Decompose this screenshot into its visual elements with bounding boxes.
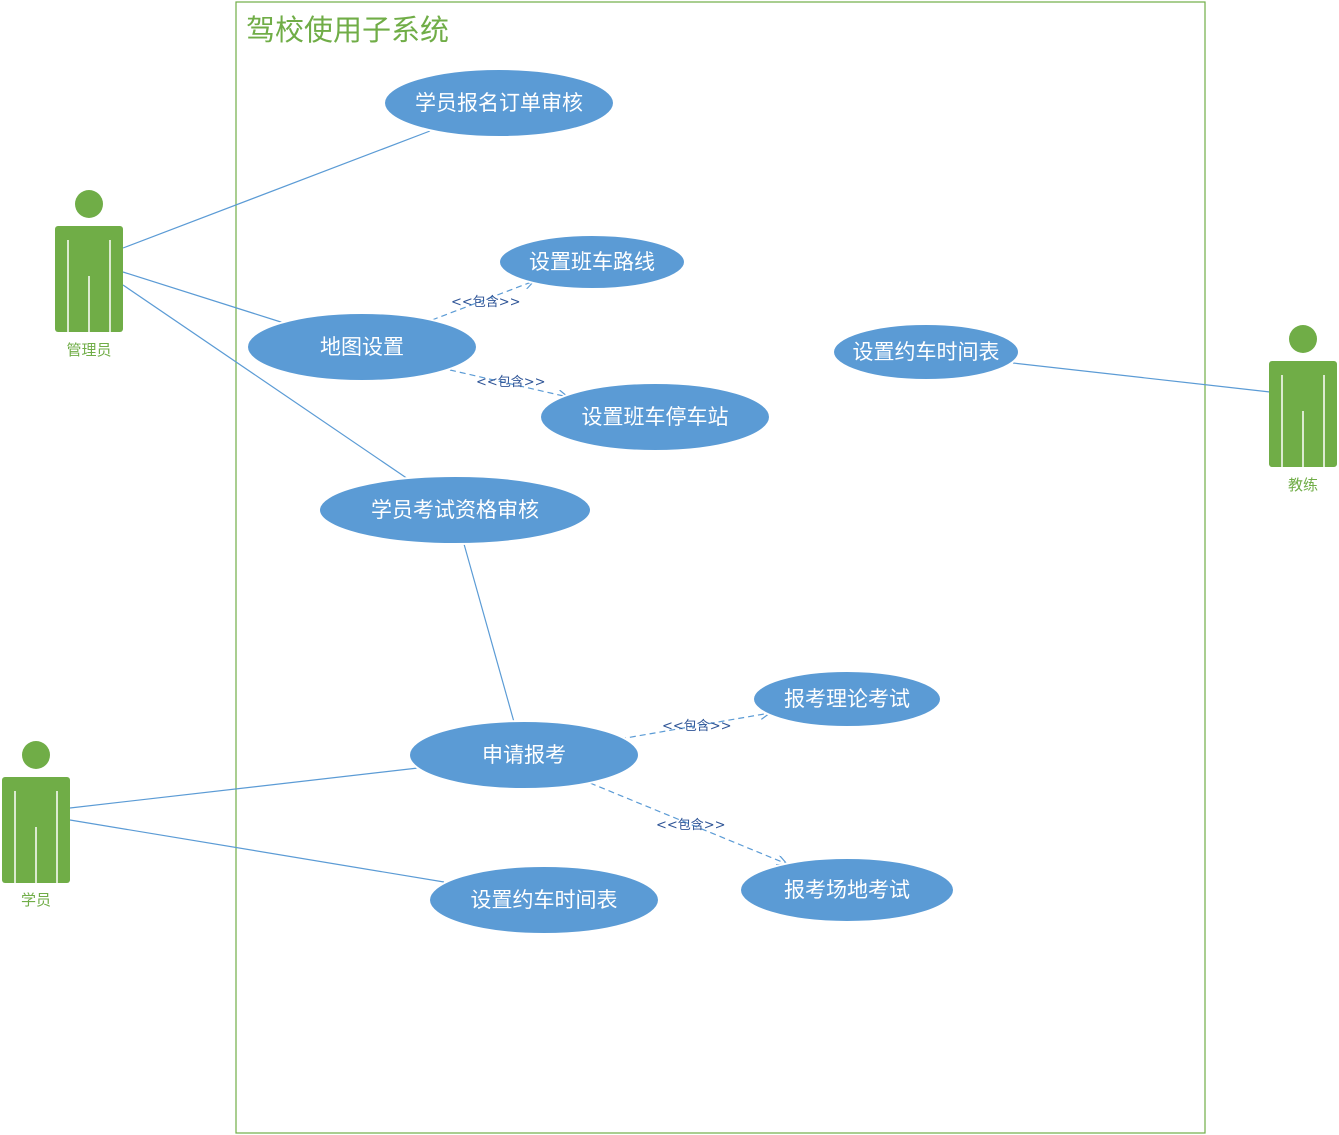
- include-label: <<包含>>: [451, 294, 521, 310]
- usecase-label: 学员考试资格审核: [371, 498, 539, 522]
- assoc-admin-enroll-review: [122, 130, 431, 249]
- usecase-set-route[interactable]: 设置班车路线: [498, 234, 686, 290]
- assoc-coach-schedule: [1012, 362, 1271, 393]
- usecase-field-exam[interactable]: 报考场地考试: [739, 857, 955, 923]
- usecase-exam-qualify[interactable]: 学员考试资格审核: [318, 475, 592, 545]
- usecase-theory-exam[interactable]: 报考理论考试: [752, 670, 942, 728]
- usecase-label: 地图设置: [320, 335, 404, 359]
- include-label: <<包含>>: [662, 718, 732, 734]
- usecase-set-stops[interactable]: 设置班车停车站: [539, 382, 771, 452]
- include-label: <<包含>>: [476, 374, 546, 390]
- include-label: <<包含>>: [656, 817, 726, 833]
- person-icon: [55, 190, 123, 332]
- include-apply-field: [589, 782, 787, 864]
- assoc-qualify-apply: [463, 543, 515, 723]
- actor-student[interactable]: 学员: [2, 741, 70, 909]
- actor-label: 教练: [1288, 476, 1318, 494]
- actor-admin[interactable]: 管理员: [55, 190, 123, 359]
- person-icon: [1269, 325, 1337, 467]
- usecase-label: 设置约车时间表: [853, 340, 1000, 364]
- include-map-stops: [449, 369, 568, 397]
- usecase-label: 申请报考: [482, 743, 566, 767]
- assoc-admin-map-settings: [122, 271, 285, 324]
- include-apply-theory: [619, 713, 770, 740]
- actor-label: 管理员: [66, 341, 111, 359]
- include-map-route: [431, 281, 534, 321]
- usecase-label: 设置班车路线: [529, 250, 655, 274]
- assoc-student-apply: [69, 767, 419, 809]
- usecase-coach-schedule[interactable]: 设置约车时间表: [832, 323, 1020, 381]
- actor-label: 学员: [21, 891, 51, 909]
- usecase-apply-exam[interactable]: 申请报考: [408, 720, 640, 790]
- assoc-student-schedule: [69, 819, 445, 883]
- assoc-admin-exam-qualify: [122, 284, 409, 480]
- actor-coach[interactable]: 教练: [1269, 325, 1337, 494]
- usecase-enroll-review[interactable]: 学员报名订单审核: [383, 68, 615, 138]
- usecase-map-settings[interactable]: 地图设置: [246, 312, 478, 382]
- usecase-label: 报考理论考试: [784, 687, 910, 711]
- usecase-label: 设置班车停车站: [582, 405, 729, 429]
- usecase-student-schedule[interactable]: 设置约车时间表: [428, 865, 660, 935]
- usecase-label: 报考场地考试: [784, 878, 910, 902]
- person-icon: [2, 741, 70, 883]
- usecase-label: 学员报名订单审核: [415, 91, 583, 115]
- system-boundary: [235, 1, 1206, 1134]
- system-title: 驾校使用子系统: [246, 13, 449, 47]
- usecase-label: 设置约车时间表: [471, 888, 618, 912]
